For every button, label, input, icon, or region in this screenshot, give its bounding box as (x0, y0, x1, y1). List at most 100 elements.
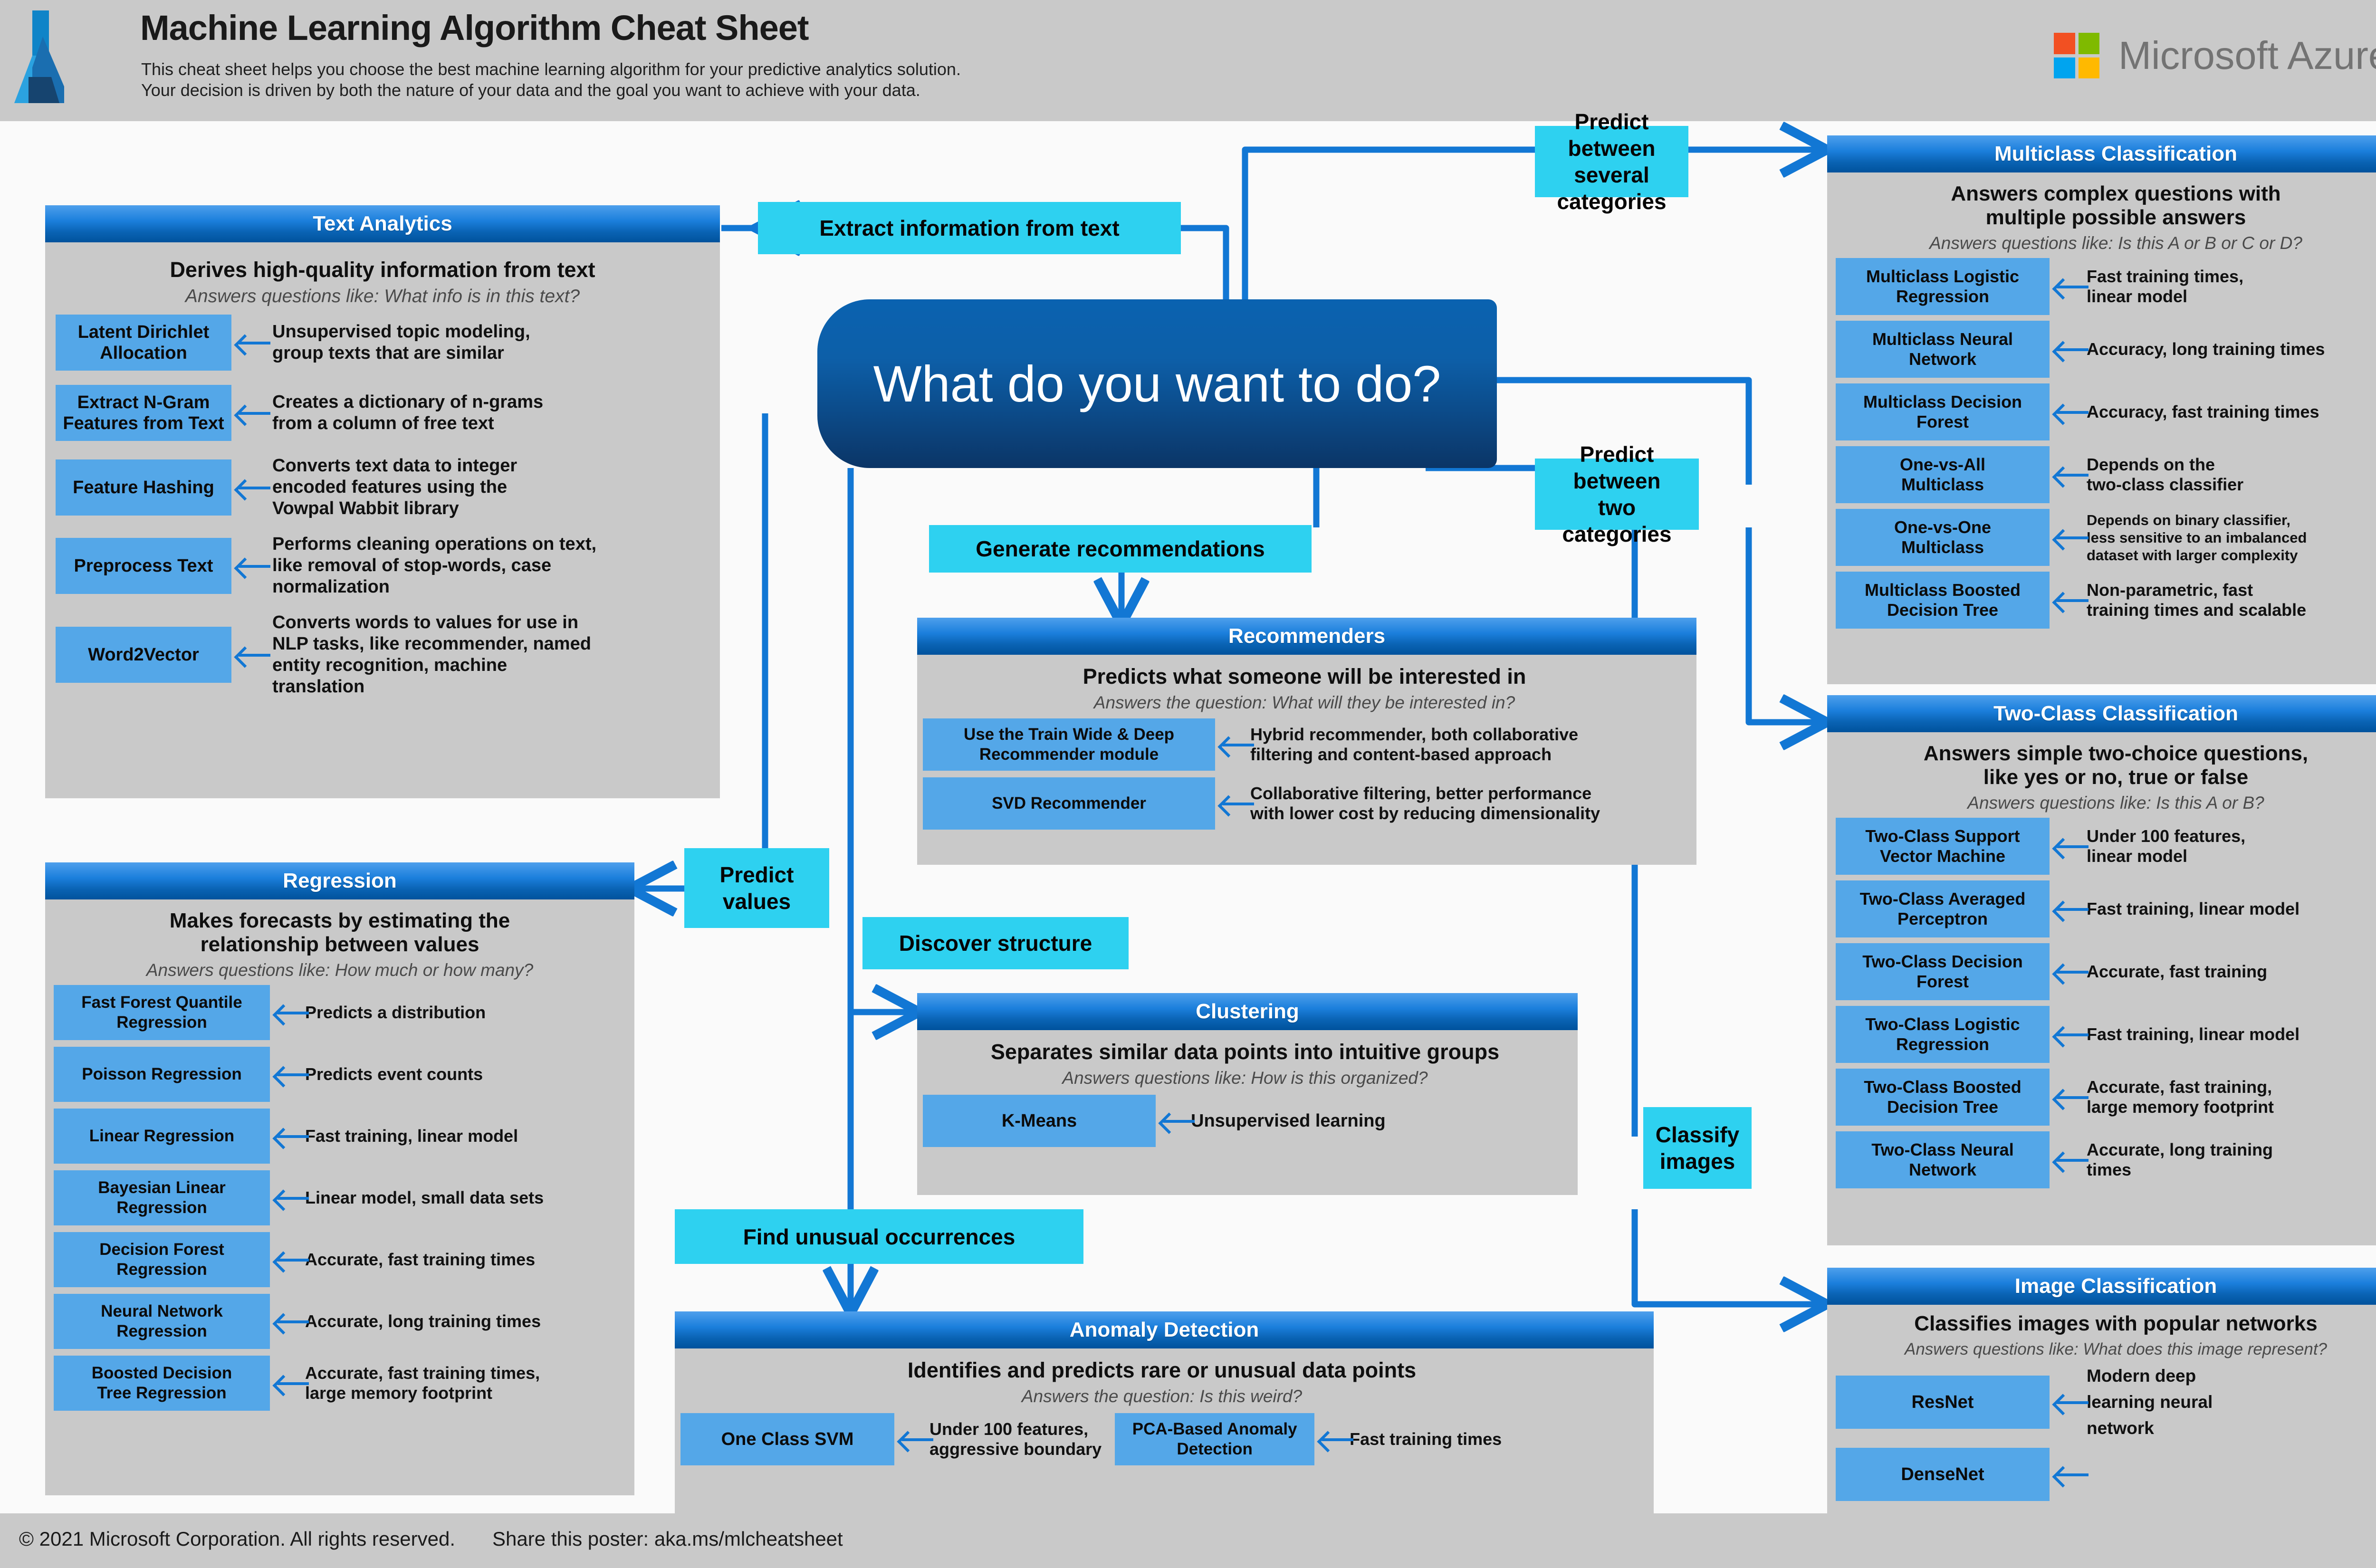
algorithm-chip-one-vs-all-multiclass[interactable]: One-vs-All Multiclass (1836, 446, 2050, 503)
label-classify-images[interactable]: Classify images (1643, 1107, 1752, 1189)
algorithm-note: Under 100 features, aggressive boundary (929, 1419, 1102, 1459)
algorithm-row: Poisson Regression Predicts event counts (54, 1047, 626, 1102)
algorithm-note: Linear model, small data sets (305, 1188, 544, 1207)
chip-label: Multiclass Boosted Decision Tree (1864, 580, 2021, 620)
chip-label: Two-Class Boosted Decision Tree (1864, 1077, 2022, 1117)
arrow-left-icon (2050, 1152, 2089, 1168)
panel-description: Predicts what someone will be interested… (1083, 664, 1526, 688)
algorithm-chip-boosted-decision-tree-regression[interactable]: Boosted Decision Tree Regression (54, 1356, 270, 1411)
label-text: Find unusual occurrences (743, 1224, 1016, 1249)
algorithm-chip-bayesian-linear-regression[interactable]: Bayesian Linear Regression (54, 1170, 270, 1225)
algorithm-chip-poisson-regression[interactable]: Poisson Regression (54, 1047, 270, 1102)
algorithm-row: Fast Forest Quantile Regression Predicts… (54, 985, 626, 1040)
algorithm-row: Multiclass Boosted Decision Tree Non-par… (1836, 572, 2376, 629)
algorithm-note: Accuracy, long training times (2087, 339, 2325, 359)
chip-label: SVD Recommender (992, 794, 1146, 813)
panel-description: Answers complex questions with multiple … (1951, 182, 2281, 229)
algorithm-chip-multiclass-logistic-regression[interactable]: Multiclass Logistic Regression (1836, 258, 2050, 315)
algorithm-chip-two-class-neural-network[interactable]: Two-Class Neural Network (1836, 1131, 2050, 1188)
panel-recommenders: Recommenders Predicts what someone will … (917, 618, 1696, 865)
algorithm-row: One-vs-One Multiclass Depends on binary … (1836, 509, 2376, 566)
label-discover-structure[interactable]: Discover structure (862, 917, 1129, 969)
chip-label: Two-Class Decision Forest (1862, 952, 2023, 991)
arrow-left-icon (894, 1431, 933, 1447)
algorithm-chip-linear-regression[interactable]: Linear Regression (54, 1109, 270, 1164)
chip-label: Two-Class Neural Network (1871, 1140, 2014, 1179)
algorithm-row: K-Means Unsupervised learning (923, 1095, 1567, 1147)
panel-question: Answers the question: Is this weird? (1021, 1386, 1303, 1406)
algorithm-chip-pca-based-anomaly-detection[interactable]: PCA-Based Anomaly Detection (1115, 1413, 1315, 1465)
algorithm-chip-feature-hashing[interactable]: Feature Hashing (56, 459, 231, 516)
chip-label: Two-Class Averaged Perceptron (1859, 889, 2026, 928)
algorithm-chip-fast-forest-quantile-regression[interactable]: Fast Forest Quantile Regression (54, 985, 270, 1040)
label-predict-values[interactable]: Predict values (684, 848, 829, 928)
algorithm-note: Fast training times (1350, 1429, 1502, 1449)
panel-title: Recommenders (917, 618, 1696, 655)
algorithm-chip-two-class-averaged-perceptron[interactable]: Two-Class Averaged Perceptron (1836, 880, 2050, 937)
panel-question: Answers questions like: How much or how … (146, 960, 534, 980)
chip-label: Word2Vector (88, 645, 199, 665)
arrow-left-icon (2050, 964, 2089, 980)
share-text: Share this poster: aka.ms/mlcheatsheet (492, 1528, 843, 1550)
algorithm-chip-densenet[interactable]: DenseNet (1836, 1448, 2050, 1501)
panel-two-class-classification: Two-Class Classification Answers simple … (1827, 695, 2376, 1245)
algorithm-chip-multiclass-boosted-decision-tree[interactable]: Multiclass Boosted Decision Tree (1836, 572, 2050, 629)
algorithm-row: One-vs-All Multiclass Depends on the two… (1836, 446, 2376, 503)
panel-description: Makes forecasts by estimating the relati… (169, 909, 510, 956)
algorithm-chip-train-wide-and-deep-recommender[interactable]: Use the Train Wide & Deep Recommender mo… (923, 718, 1215, 771)
label-predict-between-two-categories[interactable]: Predict between two categories (1535, 442, 1699, 546)
algorithm-chip-multiclass-decision-forest[interactable]: Multiclass Decision Forest (1836, 383, 2050, 440)
panel-description: Answers simple two-choice questions, lik… (1923, 742, 2309, 789)
microsoft-azure-brand: Microsoft Azure (2054, 29, 2376, 82)
algorithm-chip-word2vector[interactable]: Word2Vector (56, 627, 231, 683)
panel-description: Separates similar data points into intui… (990, 1040, 1500, 1064)
label-extract-information-from-text[interactable]: Extract information from text (758, 202, 1181, 254)
algorithm-chip-two-class-boosted-decision-tree[interactable]: Two-Class Boosted Decision Tree (1836, 1069, 2050, 1126)
arrow-left-icon (231, 405, 272, 421)
algorithm-note: Fast training, linear model (2087, 1024, 2300, 1044)
algorithm-chip-two-class-support-vector-machine[interactable]: Two-Class Support Vector Machine (1836, 818, 2050, 875)
page-footer: © 2021 Microsoft Corporation. All rights… (0, 1513, 2376, 1568)
algorithm-row: Multiclass Neural Network Accuracy, long… (1836, 321, 2376, 378)
algorithm-row: Two-Class Neural Network Accurate, long … (1836, 1131, 2376, 1188)
algorithm-chip-latent-dirichlet-allocation[interactable]: Latent Dirichlet Allocation (56, 315, 231, 371)
algorithm-chip-extract-n-gram-features-from-text[interactable]: Extract N-Gram Features from Text (56, 385, 231, 441)
algorithm-chip-two-class-logistic-regression[interactable]: Two-Class Logistic Regression (1836, 1006, 2050, 1063)
arrow-left-icon (2050, 838, 2089, 854)
panel-question: Answers questions like: What does this i… (1904, 1340, 2328, 1358)
chip-label: Multiclass Logistic Regression (1866, 267, 2020, 306)
algorithm-row: Preprocess Text Performs cleaning operat… (56, 534, 709, 598)
chip-label: Linear Regression (89, 1127, 235, 1145)
label-find-unusual-occurrences[interactable]: Find unusual occurrences (675, 1209, 1083, 1264)
chip-label: ResNet (1911, 1392, 1974, 1412)
algorithm-chip-preprocess-text[interactable]: Preprocess Text (56, 537, 231, 594)
algorithm-chip-multiclass-neural-network[interactable]: Multiclass Neural Network (1836, 321, 2050, 378)
chip-label: Fast Forest Quantile Regression (81, 993, 242, 1032)
copyright-text: © 2021 Microsoft Corporation. All rights… (19, 1528, 456, 1550)
algorithm-chip-decision-forest-regression[interactable]: Decision Forest Regression (54, 1232, 270, 1287)
algorithm-chip-one-class-svm[interactable]: One Class SVM (680, 1413, 894, 1465)
panel-question: Answers questions like: What info is in … (185, 286, 580, 306)
algorithm-row: Bayesian Linear Regression Linear model,… (54, 1170, 626, 1225)
algorithm-chip-k-means[interactable]: K-Means (923, 1095, 1156, 1147)
algorithm-row: Use the Train Wide & Deep Recommender mo… (923, 718, 1686, 771)
algorithm-chip-neural-network-regression[interactable]: Neural Network Regression (54, 1294, 270, 1349)
label-generate-recommendations[interactable]: Generate recommendations (929, 525, 1312, 573)
panel-question: Answers questions like: Is this A or B o… (1929, 233, 2302, 253)
algorithm-chip-two-class-decision-forest[interactable]: Two-Class Decision Forest (1836, 943, 2050, 1000)
label-predict-between-several-categories[interactable]: Predict between several categories (1535, 109, 1688, 214)
arrow-left-icon (270, 1375, 309, 1391)
algorithm-row: Latent Dirichlet Allocation Unsupervised… (56, 315, 709, 371)
algorithm-note: Accurate, fast training times, large mem… (305, 1363, 540, 1403)
arrow-left-icon (2050, 901, 2089, 917)
algorithm-chip-resnet[interactable]: ResNet (1836, 1375, 2050, 1429)
panel-question: Answers questions like: Is this A or B? (1967, 793, 2264, 813)
algorithm-note: Fast training, linear model (2087, 899, 2300, 918)
arrow-left-icon (1215, 736, 1254, 753)
chip-label: Feature Hashing (73, 477, 214, 497)
algorithm-chip-svd-recommender[interactable]: SVD Recommender (923, 777, 1215, 830)
algorithm-chip-one-vs-one-multiclass[interactable]: One-vs-One Multiclass (1836, 509, 2050, 566)
panel-text-analytics: Text Analytics Derives high-quality info… (45, 205, 720, 798)
panel-clustering: Clustering Separates similar data points… (917, 993, 1578, 1195)
